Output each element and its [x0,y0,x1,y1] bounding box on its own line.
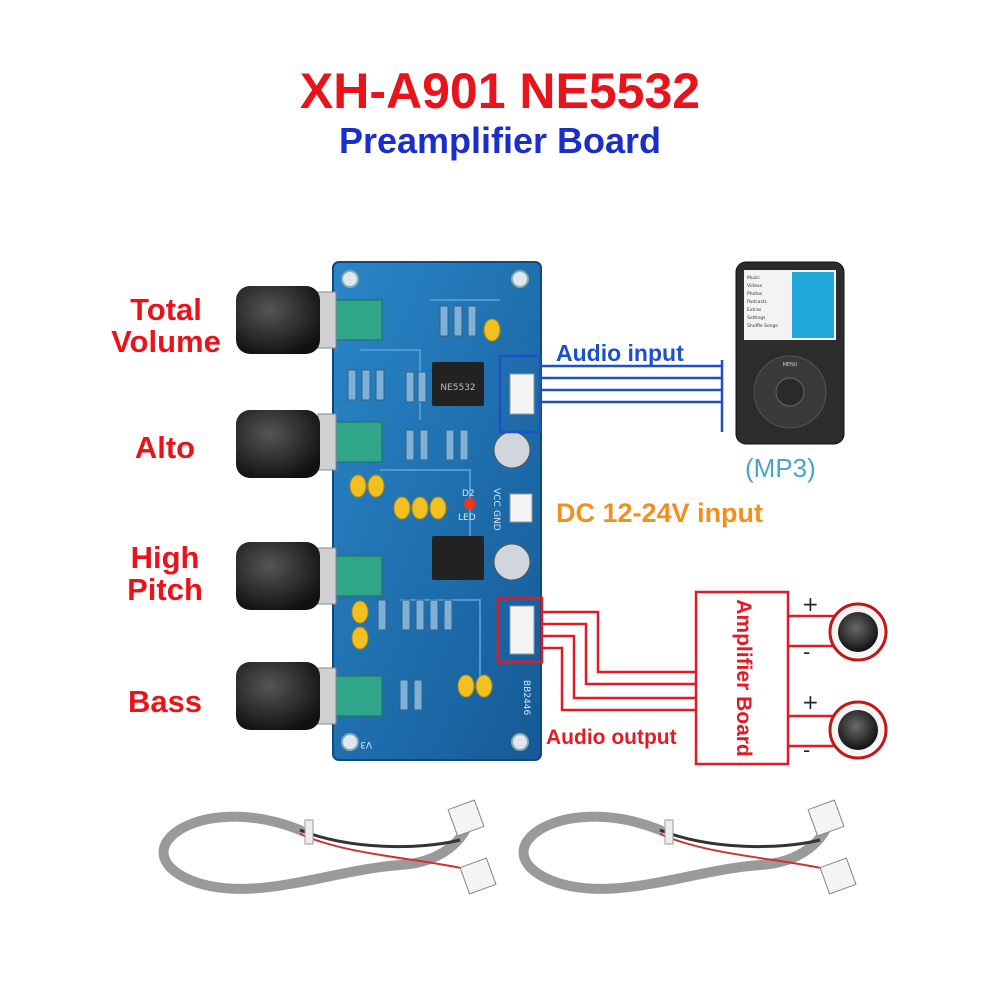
knob-label-alto: Alto [134,430,196,465]
ic-label: NE5532 [440,383,475,393]
page-title: XH-A901 NE5532 [299,63,701,119]
audio-input-wiring [498,354,724,434]
speaker-plus: + [802,592,819,616]
dc-connector [509,493,533,523]
knob-label-bass: Bass [127,684,203,719]
amplifier-board-text: Amplifier Board [732,599,755,757]
mount-hole [511,270,529,288]
pot-alto [335,421,383,463]
silk-gnd: GND [491,510,501,531]
silk-led: LED [458,513,476,523]
mp3-menu-item: Settings [747,315,766,321]
pot-high [335,555,383,597]
mp3-menu-label: MENU [783,362,798,368]
mp3-label: (MP3) [745,453,816,483]
ic-ne5532-2 [432,536,484,580]
mount-hole [341,733,359,751]
pot-volume [335,299,383,341]
mp3-player-icon: Music Videos Photos Podcasts Extras Sett… [735,261,845,445]
electrolytic-cap [493,543,531,581]
mount-hole [511,733,529,751]
amplifier-board-box [694,590,790,766]
knob-high-pitch[interactable] [236,542,337,610]
mp3-menu-item: Photos [747,291,763,297]
speaker-minus: - [803,640,811,664]
silk-d2: D2 [462,489,475,499]
mp3-menu-item: Videos [747,283,763,289]
mount-hole [341,270,359,288]
knob-alto[interactable] [236,410,337,478]
knob-label-volume: Total Volume [111,292,221,359]
led [464,498,476,510]
electrolytic-cap [493,431,531,469]
output-connector [509,605,535,655]
cable-1 [158,799,497,895]
audio-output-wiring [496,590,834,766]
knob-label-high-pitch: High Pitch [127,540,203,607]
silk-rev: V3 [360,739,372,749]
speaker-icon [828,602,888,662]
speaker-minus: - [803,738,811,762]
cable-2 [518,799,857,895]
audio-output-label: Audio output [546,726,677,749]
mp3-menu-item: Extras [747,307,762,313]
knob-bass[interactable] [236,662,337,730]
page-subtitle: Preamplifier Board [338,120,662,161]
mp3-menu-item: Music [747,275,760,281]
silk-vcc: VCC [491,488,501,507]
dc-input-label: DC 12-24V input [556,498,764,528]
ic-ne5532-1 [432,362,484,406]
audio-input-label: Audio input [556,340,684,366]
amplifier-board-label: Amplifier Board [698,592,788,764]
pot-bass [335,675,383,717]
speaker-icon [828,700,888,760]
mp3-menu-item: Podcasts [747,299,768,305]
input-connector [509,373,535,415]
speaker-plus: + [802,690,819,714]
mp3-menu-item: Shuffle Songs [747,323,778,329]
pcb-board: NE5532 VCC GND [332,261,542,761]
knob-volume[interactable] [236,286,337,354]
silk-code: BB2446 [521,680,531,716]
